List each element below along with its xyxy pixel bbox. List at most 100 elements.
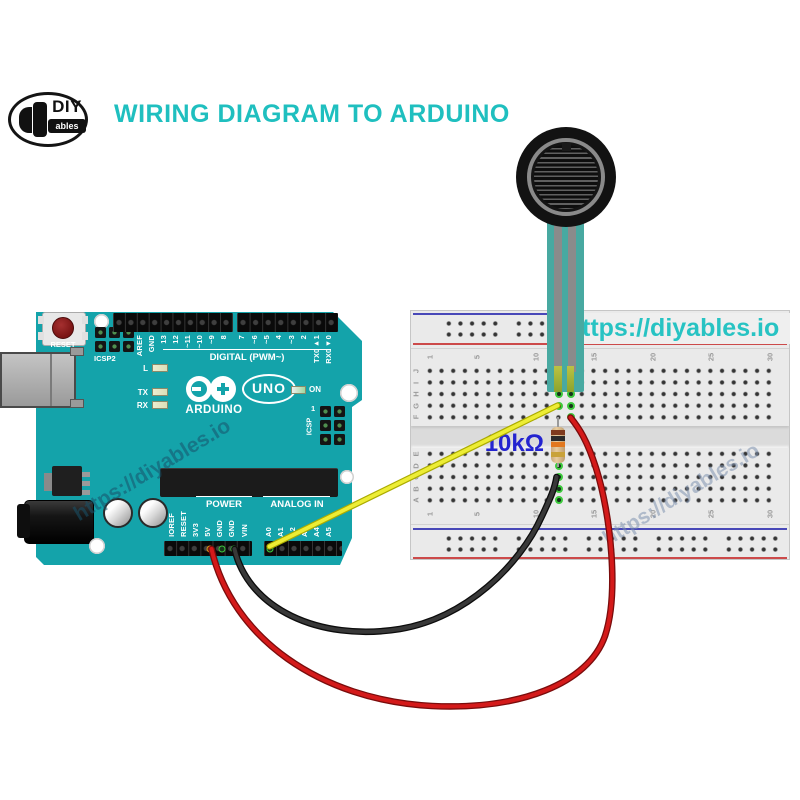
- mounting-hole: [94, 314, 109, 329]
- connected-hole-marker: [555, 484, 563, 493]
- pin-label: 2: [299, 335, 309, 340]
- digital-silk-line: [163, 349, 331, 350]
- icsp-pin: [334, 420, 345, 431]
- fsr-lead: [567, 214, 576, 372]
- row-letter: H: [411, 391, 421, 397]
- bottom-rail-holes: [653, 532, 712, 555]
- pin-label: 4: [274, 335, 284, 340]
- column-number: 10: [531, 352, 541, 362]
- row-letter: J: [411, 368, 421, 374]
- column-number: 25: [706, 509, 716, 519]
- pin-label: A0: [264, 527, 273, 537]
- mounting-hole: [340, 384, 358, 402]
- pin-label: 13: [159, 335, 168, 344]
- led-rx-label: RX: [136, 401, 148, 410]
- digital-header-left: [113, 313, 233, 332]
- resistor-10k: [551, 427, 565, 463]
- usb-tab: [70, 399, 84, 408]
- arduino-logo-icon: [186, 376, 212, 402]
- reset-button-cap: [52, 317, 74, 339]
- column-number: 15: [589, 352, 599, 362]
- usb-seam: [50, 354, 52, 406]
- power-jack-cap: [17, 504, 30, 538]
- pin-label: ~6: [249, 335, 259, 344]
- bottom-rail-holes: [443, 532, 502, 555]
- icsp-pin: [334, 406, 345, 417]
- pin-label: 3V3: [191, 523, 201, 537]
- row-letter: E: [411, 451, 421, 457]
- bottom-rail-positive-line: [413, 557, 787, 560]
- row-letter: I: [411, 381, 421, 384]
- pin-label: 12: [171, 335, 180, 344]
- pin-label: GND: [227, 519, 237, 537]
- on-label: ON: [309, 385, 321, 394]
- icsp-pin: [320, 420, 331, 431]
- pin-label: 8: [219, 335, 228, 340]
- uno-badge: UNO: [242, 374, 296, 404]
- digital-header-right: [237, 313, 338, 332]
- pin-label: ~9: [207, 335, 216, 344]
- logo-mark-icon: [33, 102, 47, 137]
- reset-button-nub: [82, 316, 88, 324]
- resistor-value-label: 10kΩ: [484, 430, 544, 457]
- pin-label: VIN: [239, 523, 249, 537]
- pin-label: IOREF: [167, 513, 176, 537]
- row-letter: C: [411, 474, 421, 480]
- led-l-label: L: [143, 364, 148, 373]
- resistor-band-orange: [551, 442, 565, 447]
- capacitor: [103, 498, 133, 528]
- column-number: 5: [472, 511, 482, 517]
- pin-label: A5: [324, 527, 333, 537]
- reset-button-nub: [38, 332, 44, 340]
- regulator-tab: [44, 473, 52, 491]
- icsp-pin: [320, 434, 331, 445]
- pin-label: GND: [215, 519, 225, 537]
- bottom-rail-holes: [513, 532, 572, 555]
- bottom-rail-negative-line: [413, 528, 787, 531]
- analog-header: [264, 541, 342, 556]
- column-number: 20: [648, 509, 658, 519]
- column-number: 25: [706, 352, 716, 362]
- icsp2-pin: [95, 341, 106, 352]
- gnd-pin-marker: [230, 545, 238, 552]
- pin-label: GND: [147, 335, 156, 353]
- pin-label: A2: [288, 527, 297, 537]
- icsp-pin: [334, 434, 345, 445]
- logo-plus: [221, 383, 225, 395]
- mounting-hole: [89, 538, 105, 554]
- logo-text-top: DIY: [52, 97, 82, 116]
- column-number: 1: [425, 511, 435, 517]
- connected-hole-marker: [555, 401, 563, 410]
- logo-minus: [192, 387, 201, 391]
- reset-label: RESET: [50, 340, 76, 349]
- logo-text-bottom: ables: [48, 119, 86, 133]
- pin-label: RESET: [179, 510, 189, 537]
- icsp2-pin: [123, 341, 134, 352]
- diyables-url-banner: https://diyables.io: [556, 313, 790, 344]
- usb-tab: [70, 347, 84, 356]
- capacitor: [138, 498, 168, 528]
- 5v-pin-marker: [206, 545, 214, 552]
- diyables-logo: DIY ables: [8, 92, 88, 147]
- resistor-band-brown: [551, 430, 565, 435]
- logo-mark-icon: [19, 107, 32, 133]
- power-jack: [24, 500, 94, 544]
- fsr-grill-pattern: [534, 145, 598, 209]
- reset-button-nub: [82, 332, 88, 340]
- fsr-tail: [547, 208, 584, 392]
- regulator-leg: [82, 490, 90, 495]
- connected-hole-marker: [566, 401, 575, 410]
- regulator-leg: [82, 472, 90, 477]
- regulator-leg: [82, 481, 90, 486]
- row-letter: F: [411, 415, 421, 420]
- led-on: [291, 386, 306, 394]
- pin-label: ~3: [286, 335, 296, 344]
- fsr-lead: [553, 214, 562, 372]
- row-letter: D: [411, 462, 421, 469]
- pin-label: ~11: [183, 335, 192, 348]
- icsp-label: ICSP: [304, 417, 314, 436]
- led-l: [152, 364, 168, 372]
